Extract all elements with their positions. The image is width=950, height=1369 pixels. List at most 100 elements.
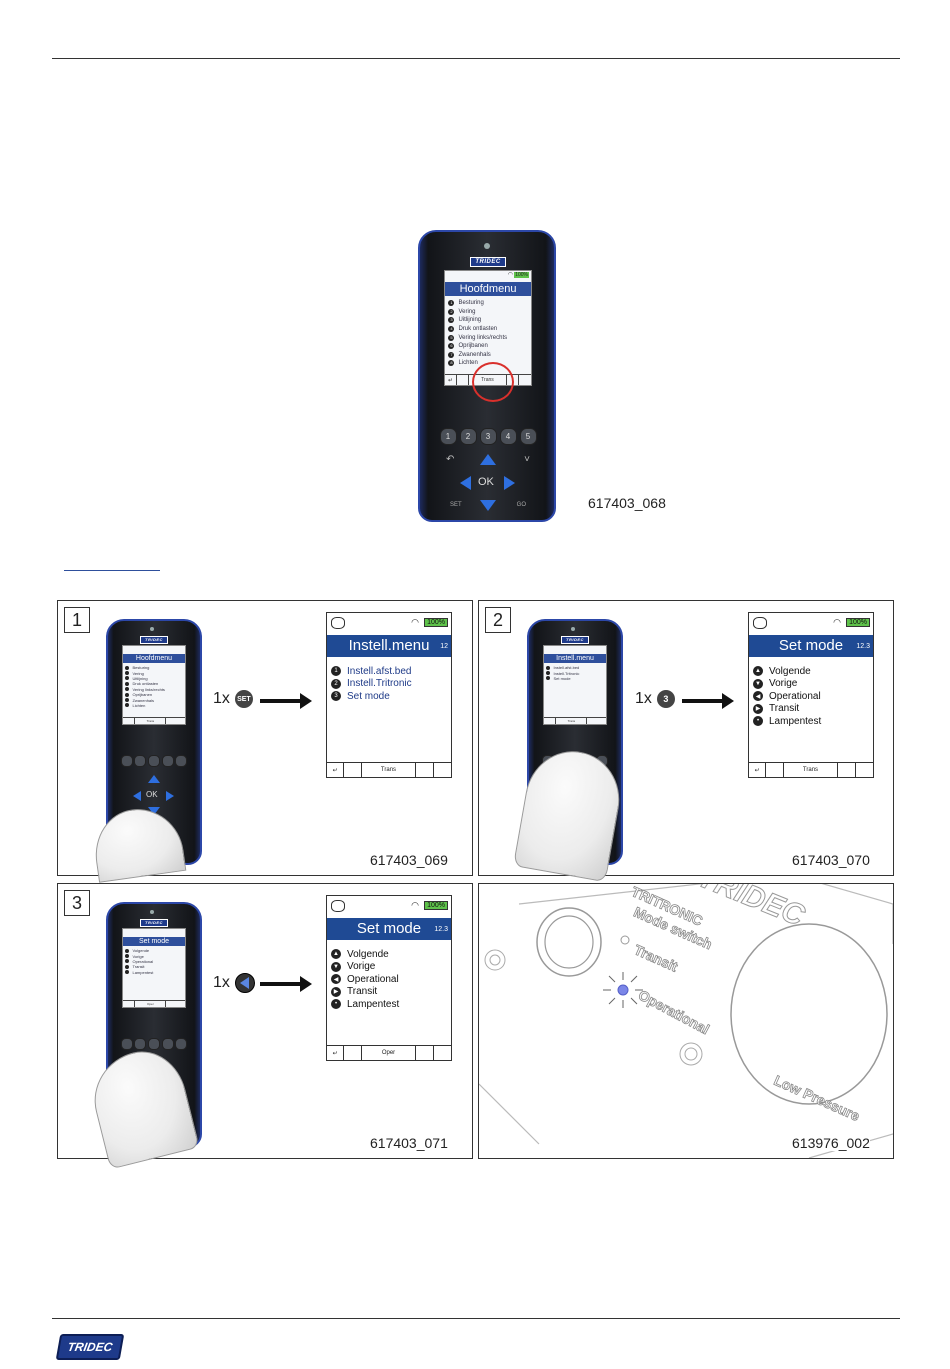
- menu-item: Lampentest: [769, 715, 822, 727]
- instruction: 1x 3: [635, 690, 675, 708]
- menu-item: Vering: [132, 670, 144, 676]
- menu-item: Vering links/rechts: [458, 334, 508, 341]
- menu-item: Vorige: [769, 678, 798, 690]
- figure-ref: 617403_069: [370, 852, 448, 868]
- figure-ref-top: 617403_068: [588, 495, 666, 511]
- link[interactable]: [64, 556, 160, 571]
- back-icon: ↵: [445, 375, 458, 385]
- menu-item: Lichten: [458, 360, 478, 367]
- down-chevron-key[interactable]: ˅: [524, 454, 530, 465]
- menu-item: Zwanenhals: [132, 697, 155, 703]
- menu-item: Volgende: [347, 948, 389, 960]
- arrow-right-icon: [260, 693, 312, 709]
- arrow-right-icon: [260, 976, 312, 992]
- tridec-logo: TRIDEC: [140, 636, 168, 644]
- instruction: 1x SET: [213, 690, 253, 708]
- screen-title: Set mode: [778, 637, 844, 654]
- menu-item: Druk ontlasten: [458, 326, 498, 333]
- screen-title: Set mode: [356, 920, 422, 937]
- step-number: 3: [64, 890, 90, 916]
- menu-item: Besturing: [132, 665, 150, 671]
- remote-screen: Instell.menu Instell.afst.bed Instell.Tr…: [543, 645, 607, 725]
- key-3-icon: 3: [656, 690, 675, 708]
- menu-item: Zwanenhals: [458, 351, 491, 358]
- footer-mode: Trans: [784, 763, 839, 777]
- menu-item: Operational: [347, 973, 399, 985]
- screen-title: Hoofdmenu: [123, 654, 185, 663]
- figure-ref: 617403_070: [792, 852, 870, 868]
- tridec-logo: TRIDEC: [470, 257, 506, 267]
- back-key[interactable]: ↶: [446, 454, 455, 465]
- highlight-circle: [472, 362, 514, 402]
- wifi-icon: ◠: [411, 617, 419, 627]
- arrow-right-icon: [682, 693, 734, 709]
- remote-screen: Hoofdmenu Besturing Vering Uitlijning Dr…: [122, 645, 186, 725]
- press-count: 1x: [213, 974, 230, 991]
- ok-key[interactable]: OK: [478, 476, 494, 488]
- left-arrow-key[interactable]: [460, 476, 471, 490]
- screen-title: Instell.menu: [348, 637, 430, 654]
- left-arrow-key-icon: [234, 973, 255, 993]
- key-4[interactable]: 4: [499, 428, 517, 445]
- step-number: 1: [64, 607, 90, 633]
- mode-switch-panel: TRIDEC TRITRONIC Mode switch Transit Ope…: [478, 883, 894, 1159]
- top-rule: [52, 58, 900, 59]
- right-arrow-key[interactable]: [504, 476, 515, 490]
- footer-mode: Trans: [135, 718, 167, 724]
- up-arrow-key[interactable]: [480, 454, 496, 465]
- menu-item: Volgende: [769, 665, 811, 677]
- go-key[interactable]: GO: [516, 502, 526, 508]
- step-panel-1: 1 TRIDEC Hoofdmenu Besturing Vering Uitl…: [57, 600, 473, 883]
- nav-pad: ↶ ˅ OK SET GO: [440, 450, 536, 516]
- footer-tridec-logo: TRIDEC: [55, 1334, 125, 1360]
- menu-item: Vorige: [347, 961, 376, 973]
- menu-item: Volgende: [132, 948, 150, 954]
- menu-item: Transit: [132, 964, 145, 970]
- wifi-icon: ◠: [507, 272, 513, 278]
- press-count: 1x: [635, 690, 652, 707]
- menu-item: Vorige: [132, 953, 144, 959]
- battery-indicator: 100%: [846, 618, 870, 627]
- menu-item: Uitlijning: [132, 675, 148, 681]
- menu-item: Oprijbanen: [458, 343, 488, 350]
- menu-item: Instell.Tritronic: [553, 670, 580, 676]
- menu-item: Lampentest: [132, 969, 154, 975]
- bottom-rule: [52, 1318, 900, 1319]
- key-1[interactable]: 1: [439, 428, 457, 445]
- menu-item: Transit: [347, 986, 378, 998]
- step-number: 2: [485, 607, 511, 633]
- camera-icon: [484, 243, 490, 249]
- down-arrow-key[interactable]: [480, 500, 496, 511]
- key-5[interactable]: 5: [519, 428, 537, 445]
- instruction: 1x: [213, 973, 255, 993]
- press-count: 1x: [213, 690, 230, 707]
- back-icon: ↵: [327, 1046, 345, 1060]
- menu-item: Instell.afst.bed: [347, 665, 412, 677]
- tridec-logo: TRIDEC: [561, 636, 589, 644]
- menu-item: Operational: [769, 690, 821, 702]
- menu-version: 12.3: [434, 926, 448, 933]
- menu-item: Set mode: [347, 690, 390, 702]
- back-icon: ↵: [327, 763, 345, 777]
- menu-item: Instell.Tritronic: [347, 678, 412, 690]
- wifi-icon: ◠: [833, 617, 841, 627]
- key-3[interactable]: 3: [479, 428, 497, 445]
- battery-indicator: 100%: [424, 618, 448, 627]
- wifi-icon: ◠: [411, 900, 419, 910]
- remote-screen: Set mode Volgende Vorige Operational Tra…: [122, 928, 186, 1008]
- menu-version: 12: [440, 643, 448, 650]
- number-keys: 1 2 3 4 5: [438, 428, 538, 445]
- footer-mode: Trans: [362, 763, 417, 777]
- set-key[interactable]: SET: [450, 502, 462, 508]
- step-panel-3: 3 TRIDEC Set mode Volgende Vorige Operat…: [57, 883, 473, 1170]
- footer-mode: Trans: [556, 718, 588, 724]
- battery-indicator: 100%: [514, 272, 529, 278]
- menu-item: Set mode: [553, 675, 571, 681]
- key-2[interactable]: 2: [459, 428, 477, 445]
- menu-item: Instell.afst.bed: [553, 665, 580, 671]
- back-icon: ↵: [749, 763, 767, 777]
